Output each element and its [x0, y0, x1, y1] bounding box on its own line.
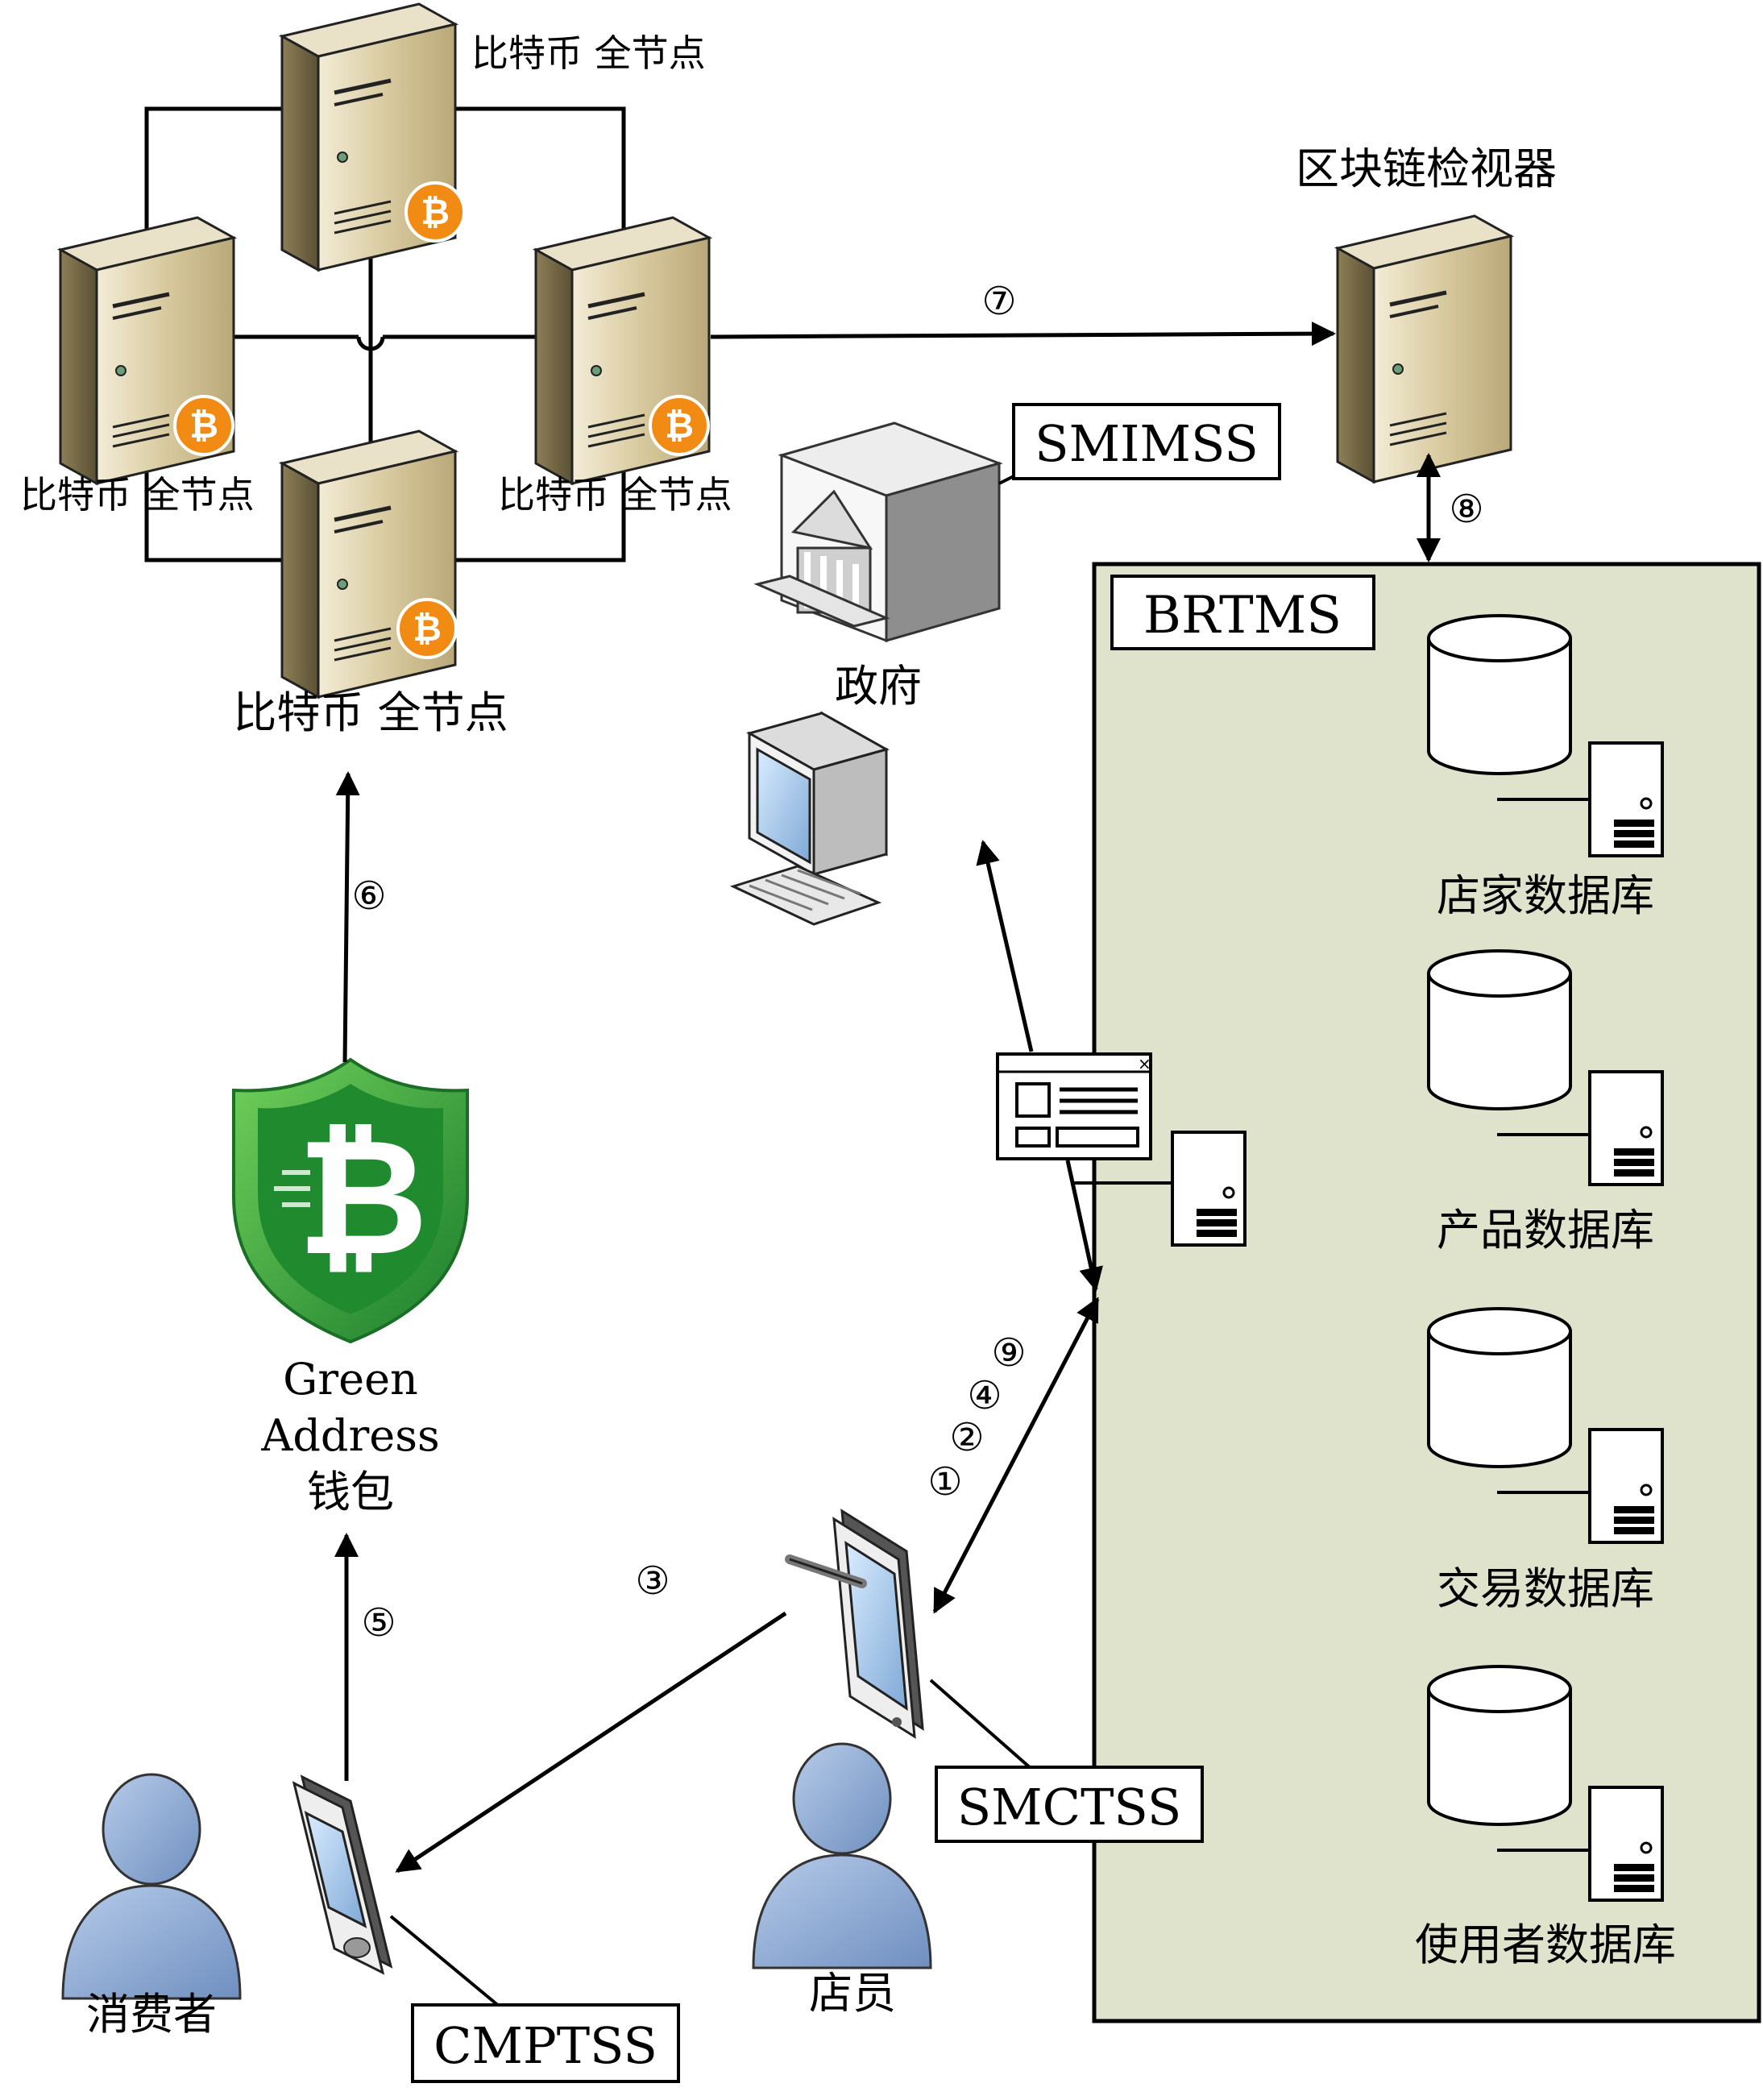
arrow-console-to-brtms — [1065, 1160, 1103, 1292]
green-address-wallet: ₿ — [232, 1057, 469, 1344]
step-9: ⑨ — [991, 1330, 1026, 1376]
step-6: ⑥ — [351, 874, 386, 919]
full-node-bottom — [282, 431, 458, 697]
clerk-tablet — [785, 1509, 924, 1739]
person-icon — [61, 1773, 242, 2000]
government-building — [753, 421, 1003, 643]
wallet-label-line1: Green — [283, 1354, 418, 1405]
wallet-label-line2: Address — [260, 1410, 439, 1461]
step-2: ② — [949, 1415, 984, 1460]
cmptss-connector — [389, 1915, 501, 2008]
bitcoin-badge-icon — [173, 395, 234, 456]
government-label: 政府 — [835, 661, 922, 712]
database-label-product: 产品数据库 — [1437, 1205, 1654, 1255]
step-1: ① — [927, 1459, 962, 1504]
database-icon — [1427, 949, 1572, 1110]
consumer-person — [61, 1773, 242, 2000]
server-icon — [1338, 216, 1511, 482]
database-icon — [1427, 614, 1572, 775]
blockchain-explorer — [1338, 216, 1511, 482]
cmptss-label-box — [411, 2003, 680, 2083]
brtms-label-box — [1110, 575, 1375, 650]
bitcoin-badge-icon — [396, 598, 458, 659]
full-node-left — [60, 218, 234, 483]
consumer-phone — [292, 1774, 393, 1975]
smctss-label: SMCTSS — [957, 1778, 1182, 1836]
arrow-step-6 — [335, 771, 360, 1063]
step-3: ③ — [635, 1558, 670, 1604]
step-4: ④ — [967, 1373, 1002, 1418]
full-node-top — [282, 4, 466, 270]
database-store — [1427, 614, 1664, 857]
database-user — [1427, 1665, 1664, 1902]
database-product — [1427, 949, 1664, 1186]
smimss-label-box — [1012, 403, 1281, 480]
full-node-label-left: 比特币 全节点 — [20, 473, 255, 517]
arrow-step-3 — [395, 1611, 787, 1874]
brtms-console: × — [996, 1052, 1247, 1247]
database-icon — [1427, 1307, 1572, 1468]
bitcoin-badge-icon — [404, 181, 466, 243]
step-8: ⑧ — [1449, 487, 1483, 532]
person-icon — [752, 1742, 932, 1969]
step-7: ⑦ — [981, 279, 1016, 324]
full-node-label-top: 比特币 全节点 — [471, 31, 706, 75]
svg-text:×: × — [1138, 1054, 1151, 1073]
arrow-console-to-computer — [976, 840, 1034, 1052]
computer-icon — [729, 711, 890, 926]
bitcoin-badge-icon — [649, 395, 710, 456]
consumer-label: 消费者 — [86, 1989, 217, 2040]
step-5: ⑤ — [361, 1600, 396, 1646]
svg-text:₿: ₿ — [297, 1104, 429, 1292]
cmptss-label: CMPTSS — [433, 2016, 657, 2075]
database-label-transaction: 交易数据库 — [1437, 1563, 1654, 1614]
tablet-icon — [785, 1509, 924, 1739]
arrow-steps-1-2-4-9 — [932, 1297, 1100, 1614]
full-node-label-right: 比特币 全节点 — [498, 473, 732, 517]
shield-bitcoin-icon: ₿ — [232, 1057, 469, 1344]
database-label-user: 使用者数据库 — [1415, 1919, 1676, 1970]
database-transaction — [1427, 1307, 1664, 1544]
smctss-label-box — [935, 1766, 1204, 1843]
full-node-right — [536, 218, 709, 483]
clerk-label: 店员 — [809, 1968, 896, 2019]
wallet-label-line3: 钱包 — [307, 1467, 394, 1517]
government-building-icon — [753, 421, 1003, 643]
clerk-person — [752, 1742, 932, 1969]
database-icon — [1427, 1665, 1572, 1826]
smctss-connector — [929, 1679, 1033, 1770]
database-label-store: 店家数据库 — [1437, 870, 1654, 921]
full-node-label-bottom: 比特币 全节点 — [233, 687, 508, 738]
explorer-label: 区块链检视器 — [1296, 143, 1557, 194]
smimss-label: SMIMSS — [1035, 414, 1259, 473]
government-computer — [729, 711, 890, 926]
brtms-label: BRTMS — [1143, 586, 1342, 645]
phone-icon — [292, 1774, 393, 1975]
window-icon: × — [996, 1052, 1152, 1160]
arrow-step-7 — [710, 322, 1336, 347]
